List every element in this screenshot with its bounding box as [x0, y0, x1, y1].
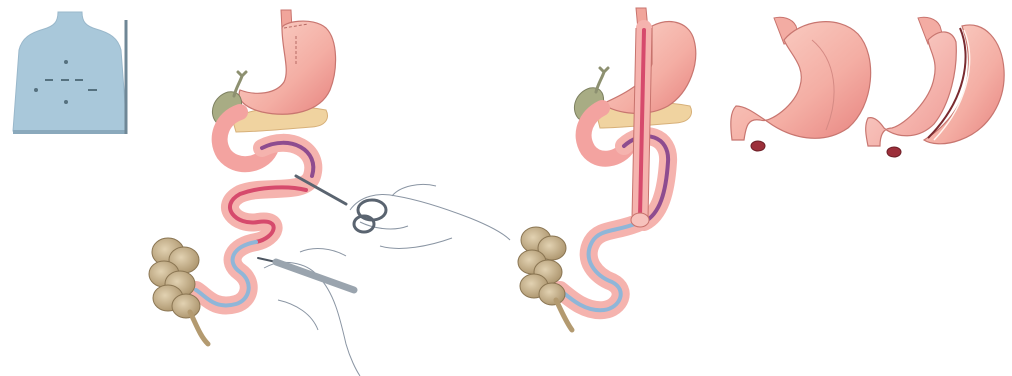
lower-hand-outline [264, 249, 360, 376]
scalpel-instrument [258, 258, 354, 290]
grasper-instrument [296, 176, 386, 232]
colon [518, 227, 572, 330]
bypass-reconstruction-panel [518, 8, 696, 330]
upper-hand-outline [350, 184, 510, 248]
torso-port-diagram [8, 6, 130, 138]
divided-stomach [866, 17, 1004, 157]
bowel-division-panel [149, 10, 510, 376]
port-site-marker [61, 79, 69, 81]
bile-duct [596, 68, 608, 92]
port-site-marker [64, 100, 68, 104]
anastomosis [631, 213, 649, 227]
pylorus-opening [887, 147, 901, 157]
port-site-marker [45, 79, 53, 81]
torso-base-shadow [13, 130, 127, 134]
normal-stomach [731, 17, 871, 151]
port-site-marker [64, 60, 68, 64]
stomach [239, 21, 335, 114]
normal-stomach-body [731, 22, 871, 140]
pylorus-opening [751, 141, 765, 151]
port-site-marker [75, 79, 83, 81]
surgeon-hands [264, 184, 510, 376]
stomach-comparison-panel [731, 17, 1004, 157]
port-site-marker [88, 89, 97, 91]
port-site-marker [34, 88, 38, 92]
